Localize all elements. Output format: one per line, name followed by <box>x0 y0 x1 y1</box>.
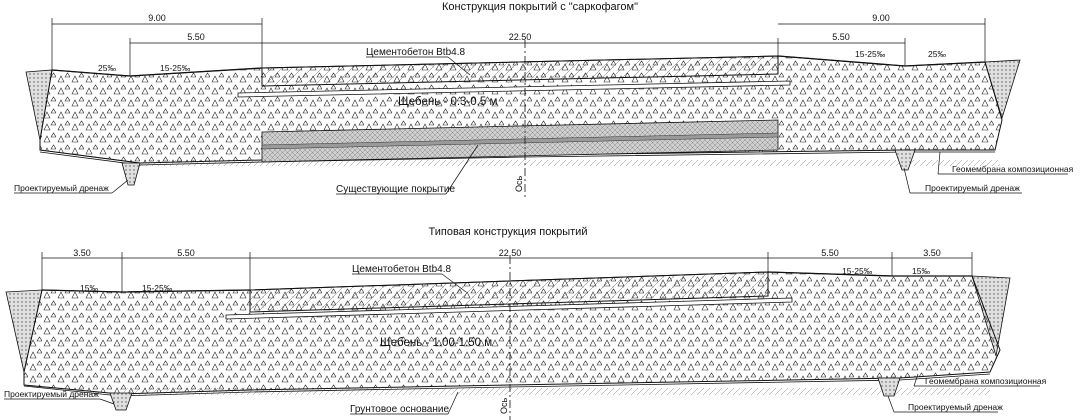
top-base-strip <box>237 80 791 98</box>
top-concrete-slab <box>261 55 779 87</box>
dim-top-left-inner: 5.50 <box>187 32 205 42</box>
bottom-label-subgrade: Грунтовое основание <box>350 404 449 415</box>
bottom-dimensions <box>41 252 973 292</box>
bottom-label-gravel: Щебень - 1.00-1.50 м <box>380 337 492 349</box>
bottom-label-drain-right: Проектируемый дренаж <box>908 402 1003 412</box>
bottom-slope-left-lane: 15-25‰ <box>142 283 173 293</box>
dim-bottom-center: 22.50 <box>499 248 522 258</box>
bottom-label-concrete: Цементобетон Btb4.8 <box>352 263 451 275</box>
top-slope-left-shoulder: 25‰ <box>98 63 116 73</box>
top-label-concrete: Цементобетон Btb4.8 <box>366 46 465 58</box>
dim-bottom-left-outer: 3.50 <box>73 248 91 258</box>
top-section: Конструкция покрытий с "саркофагом" 9.00… <box>14 1 1074 200</box>
bottom-drain-right <box>877 377 901 397</box>
top-slope-right-shoulder: 25‰ <box>928 49 946 59</box>
top-drain-left <box>121 162 141 186</box>
top-label-geomembrane: Геомембрана композиционная <box>952 164 1074 174</box>
dim-bottom-left-inner: 5.50 <box>177 248 195 258</box>
dim-bottom-right-inner: 5.50 <box>821 248 839 258</box>
bottom-slope-left-shoulder: 15‰ <box>80 283 98 293</box>
bottom-base-strip <box>225 297 793 320</box>
top-dimensions <box>51 18 986 76</box>
bottom-slope-right-shoulder: 15‰ <box>912 266 930 276</box>
dim-top-left-outer: 9.00 <box>148 13 166 23</box>
top-existing-interlayer <box>261 132 779 150</box>
top-label-drain-right: Проектируемый дренаж <box>925 183 1020 193</box>
bottom-slope-right-lane: 15-25‰ <box>842 266 873 276</box>
bottom-axis-label: Ось <box>499 397 509 414</box>
top-title: Конструкция покрытий с "саркофагом" <box>442 1 638 13</box>
top-label-gravel: Щебень - 0.3-0.5 м <box>398 96 497 108</box>
dim-top-right-outer: 9.00 <box>872 13 890 23</box>
dim-top-right-inner: 5.50 <box>832 32 850 42</box>
top-slope-right-lane: 15-25‰ <box>855 49 886 59</box>
bottom-title: Типовая конструкция покрытий <box>429 226 588 238</box>
dim-bottom-right-outer: 3.50 <box>923 248 941 258</box>
bottom-label-geomembrane: Геомембрана композиционная <box>925 376 1047 386</box>
top-slope-left-lane: 15-25‰ <box>160 63 191 73</box>
top-label-drain-left: Проектируемый дренаж <box>14 183 109 193</box>
bottom-label-drain-left: Проектируемый дренаж <box>4 389 99 399</box>
top-label-existing: Существующие покрытие <box>336 184 455 195</box>
top-drain-right <box>894 149 916 171</box>
bottom-section: Типовая конструкция покрытий 3.50 5.50 2… <box>4 226 1047 420</box>
bottom-concrete-slab <box>249 271 769 313</box>
bottom-drain-left <box>109 392 133 411</box>
dim-top-center: 22.50 <box>509 32 532 42</box>
top-axis-label: Ось <box>514 175 524 192</box>
